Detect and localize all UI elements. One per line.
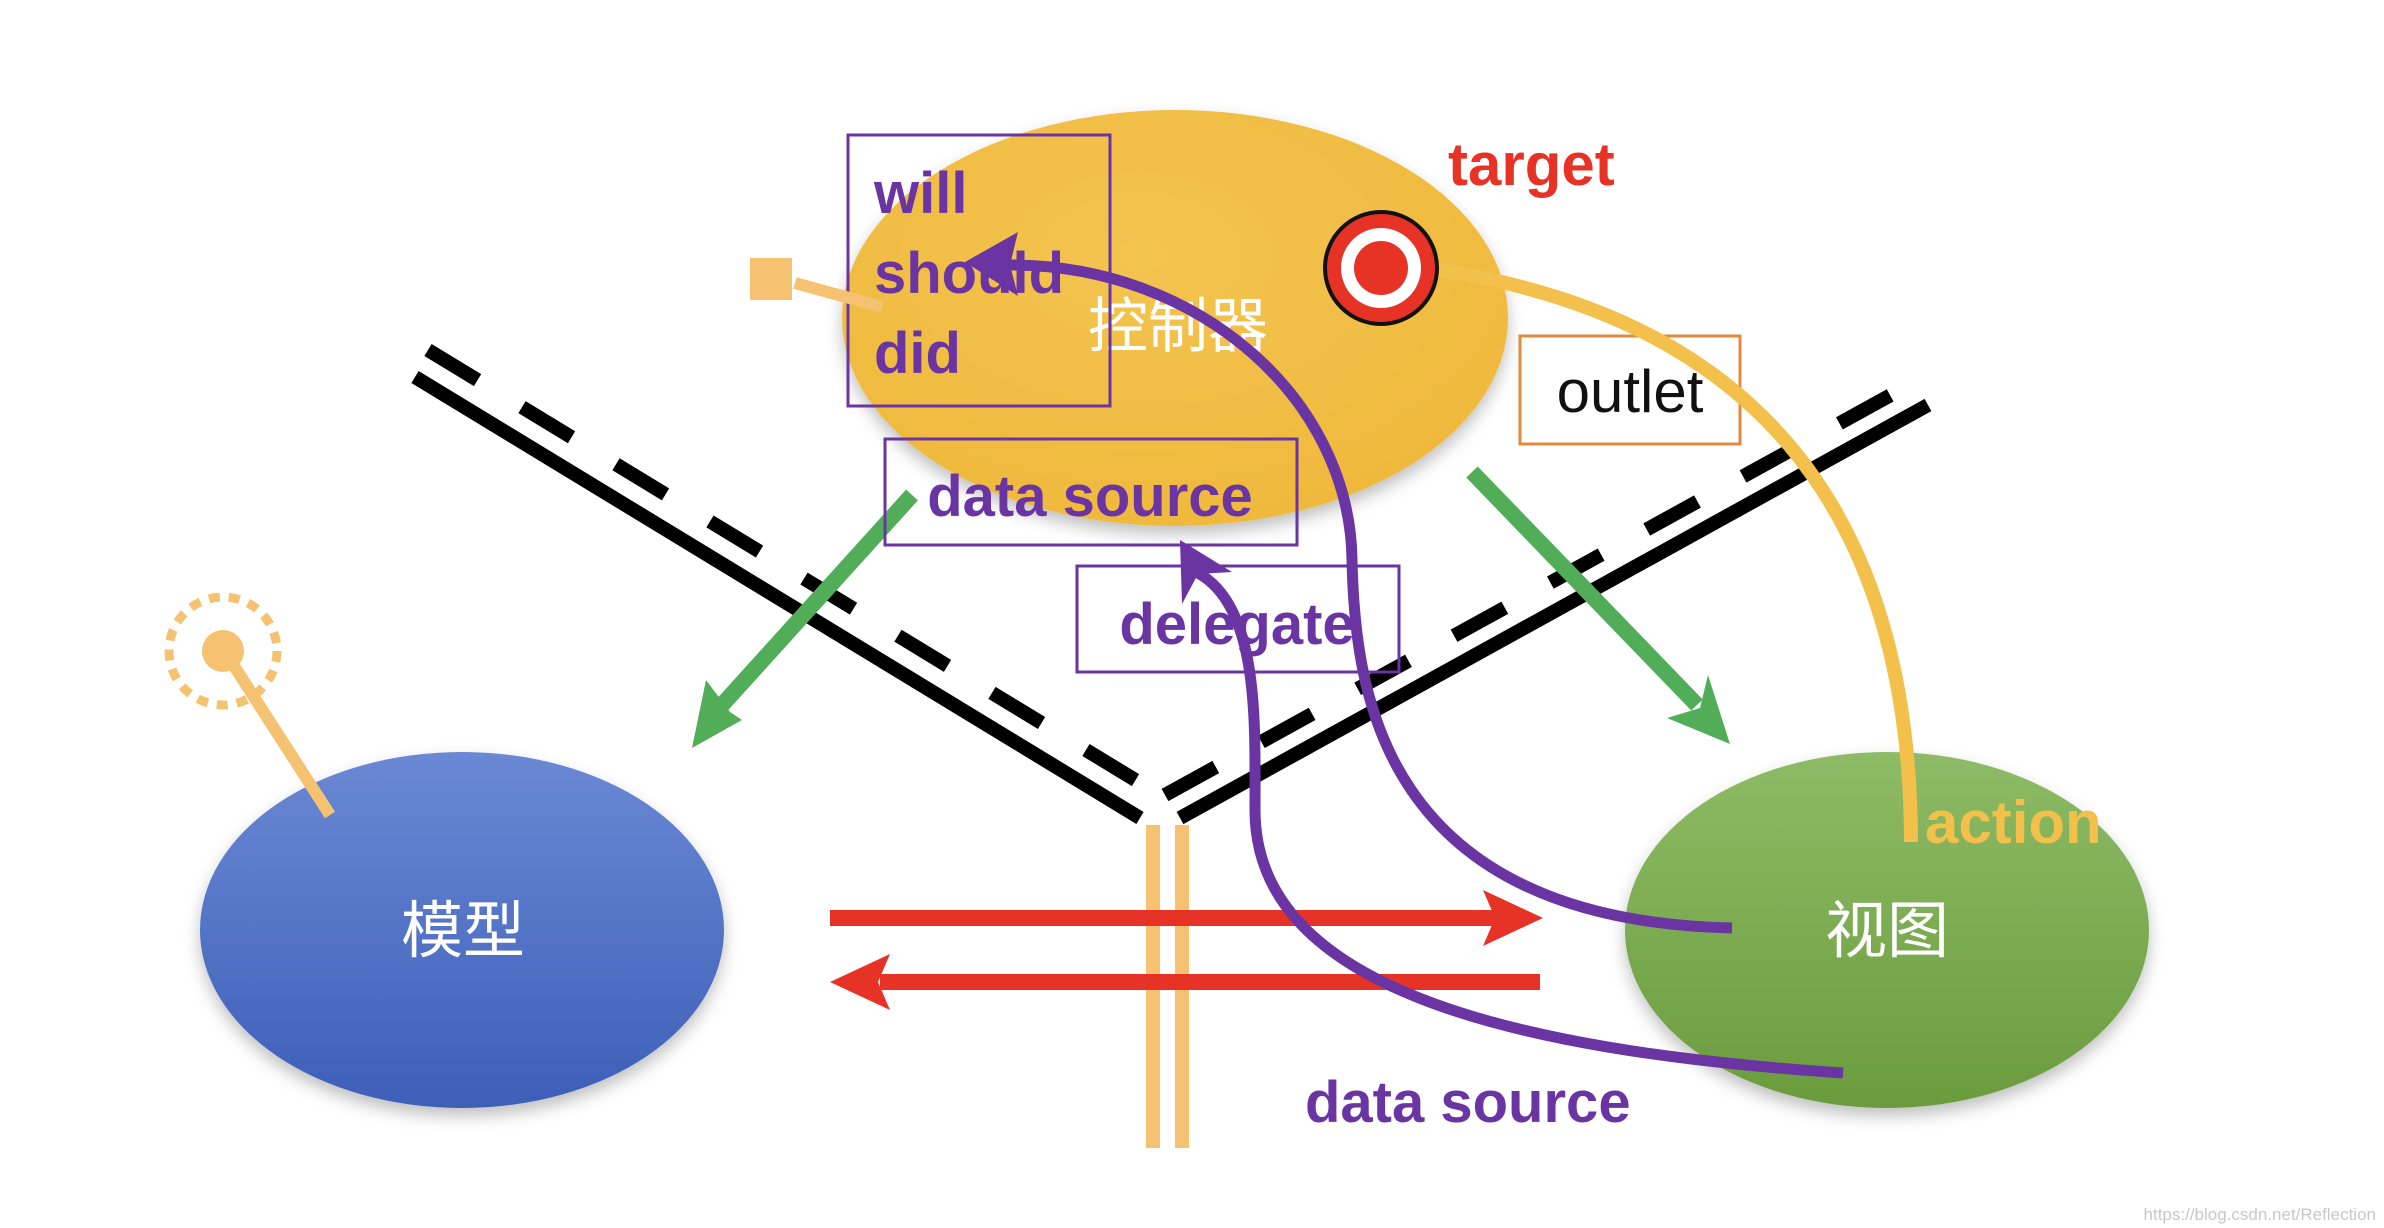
controller-antenna xyxy=(750,258,884,313)
will-label: will xyxy=(873,161,967,226)
data-source-bottom-label: data source xyxy=(1305,1070,1631,1135)
target-label: target xyxy=(1448,131,1615,198)
view-node: 视图 xyxy=(1625,752,2149,1108)
controller-ellipse xyxy=(842,110,1508,526)
model-label: 模型 xyxy=(401,894,525,967)
outlet-label: outlet xyxy=(1557,358,1704,425)
model-view-blocked-arrows xyxy=(830,890,1543,1010)
did-label: did xyxy=(874,321,961,386)
model-ellipse xyxy=(200,752,724,1108)
watermark: https://blog.csdn.net/Reflection xyxy=(2144,1205,2376,1224)
should-label: should xyxy=(874,241,1064,306)
target-icon xyxy=(1323,210,1439,326)
left-solid-line xyxy=(411,371,1144,824)
controller-node: 控制器 xyxy=(842,110,1508,526)
delegate-methods-box: will should did xyxy=(846,133,1112,408)
outlet-box: outlet xyxy=(1518,334,1742,446)
data-source-box-top: data source xyxy=(883,437,1299,547)
view-to-controller-datasource-arrow xyxy=(1180,540,1844,1079)
view-ellipse xyxy=(1625,752,2149,1108)
controller-to-view-arrow xyxy=(1466,466,1730,744)
target-action-arc xyxy=(1424,261,1918,843)
view-label: 视图 xyxy=(1825,894,1949,967)
data-source-top-label: data source xyxy=(927,464,1253,529)
arrow-right-head xyxy=(1483,890,1543,946)
controller-to-model-arrow xyxy=(692,489,918,748)
action-label: action xyxy=(1925,789,2102,856)
model-antenna xyxy=(164,592,336,819)
left-dashed-line xyxy=(424,344,1164,801)
model-node: 模型 xyxy=(200,752,724,1108)
view-to-controller-delegate-arrow xyxy=(965,232,1733,934)
arrow-left-head xyxy=(830,954,890,1010)
